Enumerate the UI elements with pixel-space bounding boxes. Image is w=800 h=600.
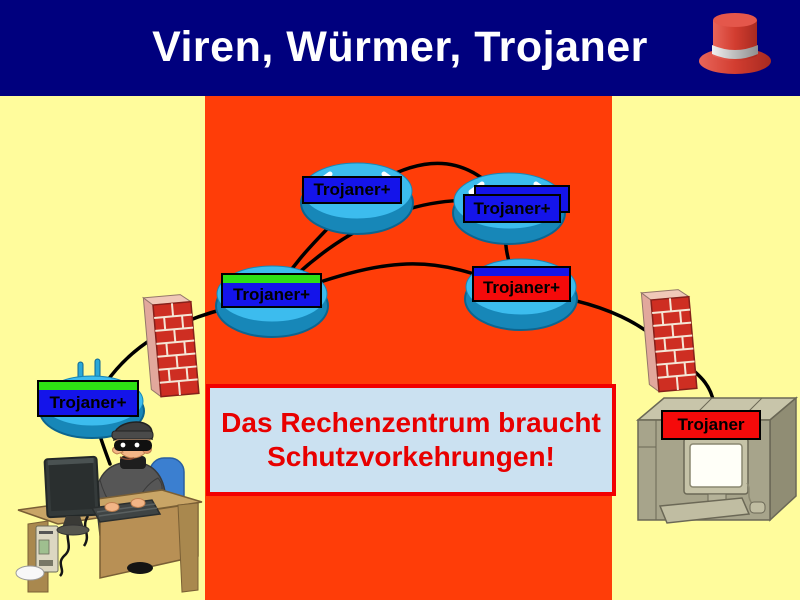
eye-mask [114, 440, 152, 451]
message-text: Das Rechenzentrum braucht Schutzvorkehru… [221, 407, 601, 472]
label-text: Trojaner+ [473, 198, 551, 218]
hacker-head [111, 421, 154, 461]
monitor [43, 455, 101, 519]
mouse [749, 501, 766, 514]
firewall-left-icon [142, 292, 200, 399]
hacker-at-desk [15, 421, 203, 593]
label-text: Trojaner+ [49, 392, 127, 412]
blue-strip [474, 268, 569, 276]
firewall-right-icon [640, 287, 698, 394]
message-box: Das Rechenzentrum braucht Schutzvorkehru… [206, 384, 616, 496]
label-text: Trojaner [677, 415, 745, 434]
label-mainframe: Trojaner [661, 410, 761, 440]
header-bar: Viren, Würmer, Trojaner [0, 0, 800, 96]
label-router-mid-left: Trojaner+ [221, 273, 322, 308]
label-text: Trojaner+ [313, 180, 391, 199]
label-text: Trojaner+ [232, 284, 310, 304]
page-title: Viren, Würmer, Trojaner [152, 23, 648, 71]
label-router-top-left: Trojaner+ [302, 176, 402, 204]
mainframe-keyboard [658, 497, 751, 524]
label-router-mid-right: Trojaner+ [472, 266, 571, 302]
green-strip [223, 275, 320, 283]
label-router-top-right: Trojaner+ [463, 194, 561, 223]
top-hat-icon [699, 13, 771, 74]
sneaker [15, 565, 45, 581]
green-strip [39, 382, 137, 390]
label-wireless-router: Trojaner+ [37, 380, 139, 417]
label-text: Trojaner+ [482, 278, 560, 297]
